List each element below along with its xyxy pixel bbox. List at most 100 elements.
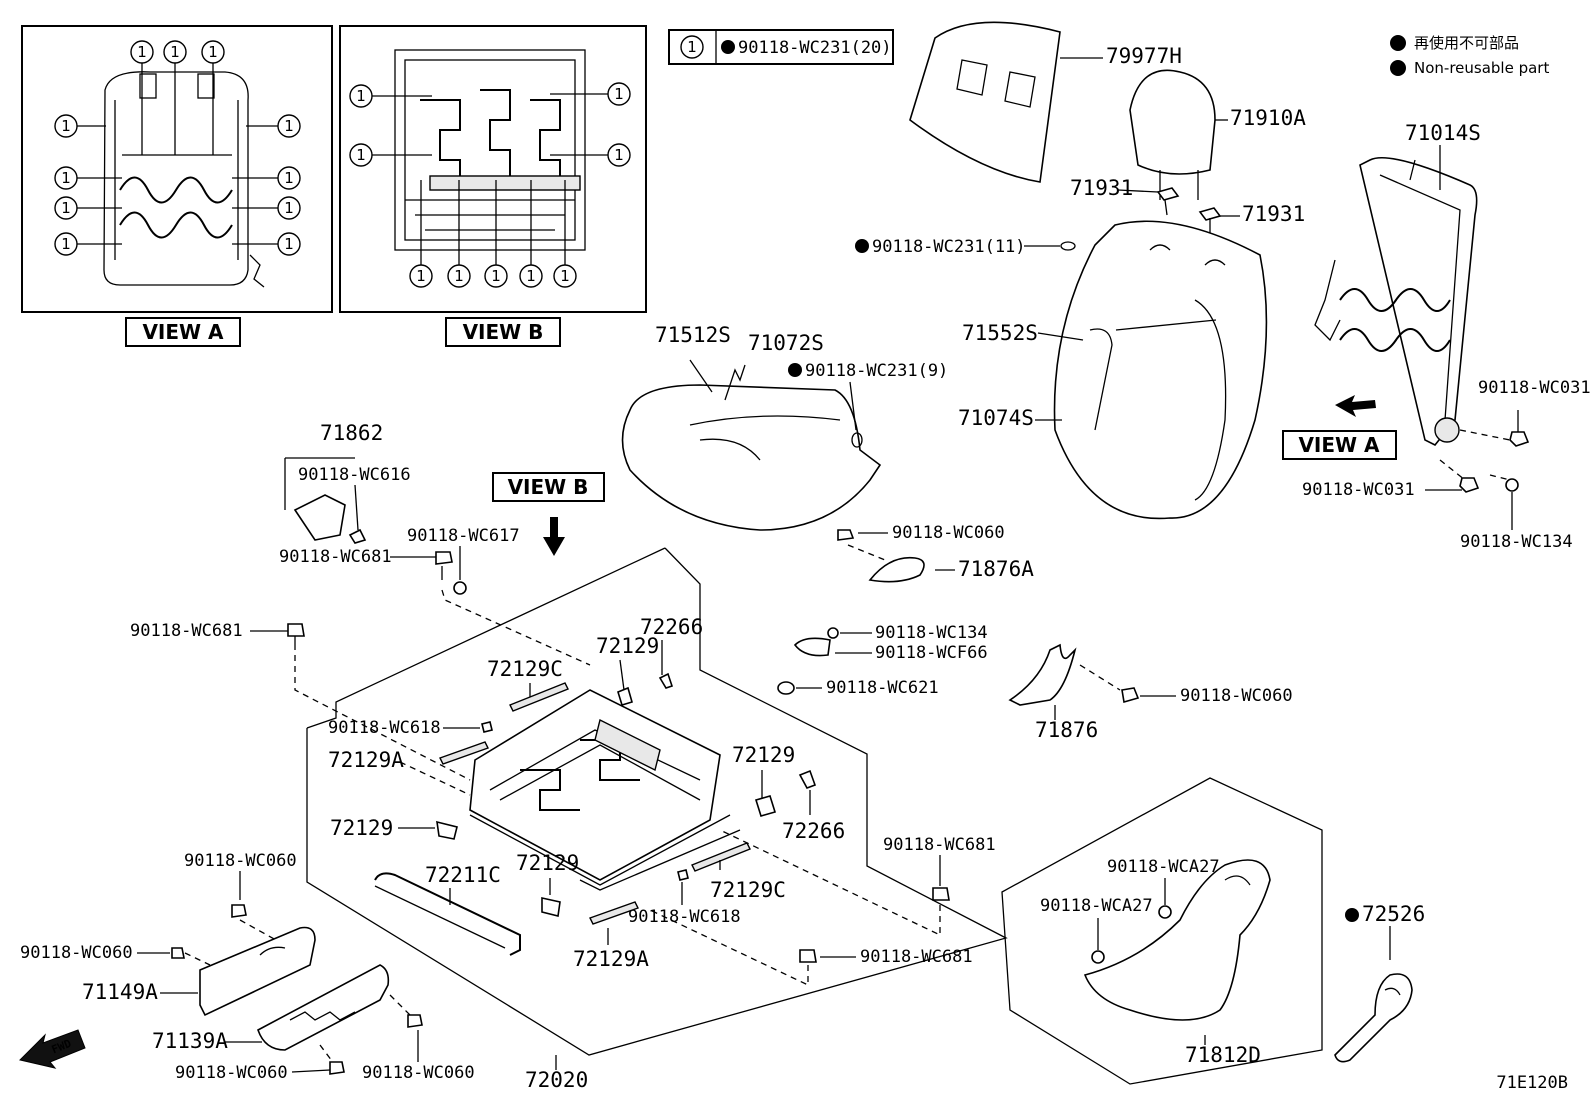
view-b-callouts: 1 1 1 1 1 1 1 1 1 [349, 82, 631, 288]
bolt-top: 90118-WC681 90118-WC617 [279, 526, 591, 666]
svg-text:90118-WC060: 90118-WC060 [892, 523, 1005, 543]
view-b-pointer: VIEW B [492, 472, 605, 556]
svg-text:1: 1 [208, 43, 218, 61]
rail-72129C-top: 72129C [487, 657, 569, 712]
bracket-71876: 71876 90118-WC060 [1008, 643, 1293, 742]
svg-text:90118-WC231(9): 90118-WC231(9) [805, 361, 948, 381]
knob-72526: 72526 [1334, 902, 1425, 1063]
view-a-label: VIEW A [125, 317, 241, 347]
svg-text:VIEW A: VIEW A [1298, 433, 1380, 457]
svg-text:90118-WCA27: 90118-WCA27 [1040, 896, 1153, 916]
svg-text:71072S: 71072S [748, 331, 824, 355]
svg-text:90118-WC616: 90118-WC616 [298, 465, 411, 485]
svg-text:90118-WC231(20): 90118-WC231(20) [738, 38, 892, 58]
svg-text:90118-WC031: 90118-WC031 [1478, 378, 1591, 398]
svg-text:71074S: 71074S [958, 406, 1034, 430]
svg-text:1: 1 [61, 169, 71, 187]
svg-text:1: 1 [356, 87, 366, 105]
shield-71139A: 71139A 90118-WC060 90118-WC060 [152, 964, 475, 1083]
svg-text:72020: 72020 [525, 1068, 588, 1092]
svg-text:1: 1 [284, 199, 294, 217]
svg-text:90118-WC060: 90118-WC060 [1180, 686, 1293, 706]
seat-cushion: 71512S 71072S 90118-WC231(9) [621, 323, 948, 531]
svg-text:VIEW B: VIEW B [463, 320, 544, 344]
svg-text:71931: 71931 [1070, 176, 1133, 200]
svg-text:90118-WC681: 90118-WC681 [279, 547, 392, 567]
svg-text:90118-WC621: 90118-WC621 [826, 678, 939, 698]
view-a-arrow: VIEW A [1282, 395, 1397, 460]
bolt-left: 90118-WC681 [130, 621, 471, 781]
svg-text:1: 1 [560, 267, 570, 285]
figure-code: 71E120B [1496, 1073, 1568, 1093]
bracket-71862: 71862 90118-WC616 [284, 421, 411, 544]
svg-text:90118-WC031: 90118-WC031 [1302, 480, 1415, 500]
svg-text:72266: 72266 [782, 819, 845, 843]
headrest-support-right: 71931 [1198, 202, 1305, 238]
svg-text:72129: 72129 [732, 743, 795, 767]
callout-legend: 1 90118-WC231(20) [668, 29, 894, 65]
bracket-wc134-wcf66: 90118-WC134 90118-WCF66 90118-WC621 [777, 623, 988, 698]
rail-72129C-bottom: 72129C [691, 842, 786, 902]
clip-72129-top: 72129 [596, 634, 659, 706]
headrest: 71910A [1129, 69, 1306, 200]
svg-text:79977H: 79977H [1106, 44, 1182, 68]
svg-text:1: 1 [170, 43, 180, 61]
svg-text:71876A: 71876A [958, 557, 1034, 581]
clip-72129-left: 72129 [330, 816, 458, 840]
svg-text:71014S: 71014S [1405, 121, 1481, 145]
view-b-label: VIEW B [445, 317, 561, 347]
svg-text:1: 1 [61, 235, 71, 253]
svg-text:90118-WC134: 90118-WC134 [1460, 532, 1573, 552]
svg-text:71876: 71876 [1035, 718, 1098, 742]
rail-72129A-bottom: 72129A [573, 901, 649, 971]
svg-text:VIEW A: VIEW A [142, 320, 224, 344]
seatback-frame: 71014S [1314, 121, 1481, 447]
bolt-wc060-right: 90118-WC060 71876A [837, 523, 1034, 583]
svg-text:72526: 72526 [1362, 902, 1425, 926]
pin-72266-top: 72266 [640, 615, 703, 689]
view-a-inset [21, 25, 333, 313]
pin-72266-right: 72266 [782, 769, 845, 843]
svg-text:1: 1 [61, 199, 71, 217]
svg-text:90118-WC681: 90118-WC681 [130, 621, 243, 641]
svg-text:72129C: 72129C [710, 878, 786, 902]
view-b-inset [339, 25, 647, 313]
svg-text:1: 1 [284, 235, 294, 253]
svg-text:90118-WCF66: 90118-WCF66 [875, 643, 988, 663]
svg-text:72211C: 72211C [425, 863, 501, 887]
svg-text:90118-WC060: 90118-WC060 [175, 1063, 288, 1083]
non-reusable-dot [721, 40, 735, 54]
svg-text:71149A: 71149A [82, 980, 158, 1004]
svg-text:1: 1 [614, 146, 624, 164]
bolt-wc681-right: 90118-WC681 [719, 829, 996, 937]
side-cover-box: 90118-WCA27 90118-WCA27 71812D [1001, 777, 1323, 1085]
svg-text:1: 1 [491, 267, 501, 285]
svg-text:Non-reusable part: Non-reusable part [1414, 59, 1549, 77]
non-reusable-legend: 再使用不可部品 Non-reusable part [1390, 34, 1549, 77]
svg-text:90118-WCA27: 90118-WCA27 [1107, 857, 1220, 877]
clip-wc618-bottom: 90118-WC618 [628, 869, 741, 927]
svg-text:71812D: 71812D [1185, 1043, 1261, 1067]
seat-adjuster [469, 689, 741, 891]
svg-text:72129: 72129 [330, 816, 393, 840]
svg-text:90118-WC618: 90118-WC618 [628, 907, 741, 927]
svg-text:72129: 72129 [596, 634, 659, 658]
svg-text:72129A: 72129A [573, 947, 649, 971]
shield-71149A: 90118-WC060 90118-WC060 71149A [20, 851, 316, 1017]
seatback-cover: 71552S 71074S [958, 220, 1268, 520]
svg-text:90118-WC681: 90118-WC681 [860, 947, 973, 967]
svg-text:72129A: 72129A [328, 748, 404, 772]
svg-text:72129: 72129 [516, 851, 579, 875]
rod-72211C: 72211C [374, 863, 521, 956]
view-a-callouts: 1 1 1 1 1 1 1 1 1 1 1 [54, 40, 301, 256]
svg-text:72129C: 72129C [487, 657, 563, 681]
svg-text:1: 1 [284, 169, 294, 187]
svg-text:71512S: 71512S [655, 323, 731, 347]
frame-bolts: 90118-WC031 90118-WC031 90118-WC134 [1302, 378, 1591, 552]
clip-wc618-top: 90118-WC618 [328, 718, 493, 738]
svg-text:1: 1 [416, 267, 426, 285]
headrest-cover: 79977H [909, 21, 1182, 183]
svg-text:71139A: 71139A [152, 1029, 228, 1053]
svg-text:90118-WC060: 90118-WC060 [20, 943, 133, 963]
